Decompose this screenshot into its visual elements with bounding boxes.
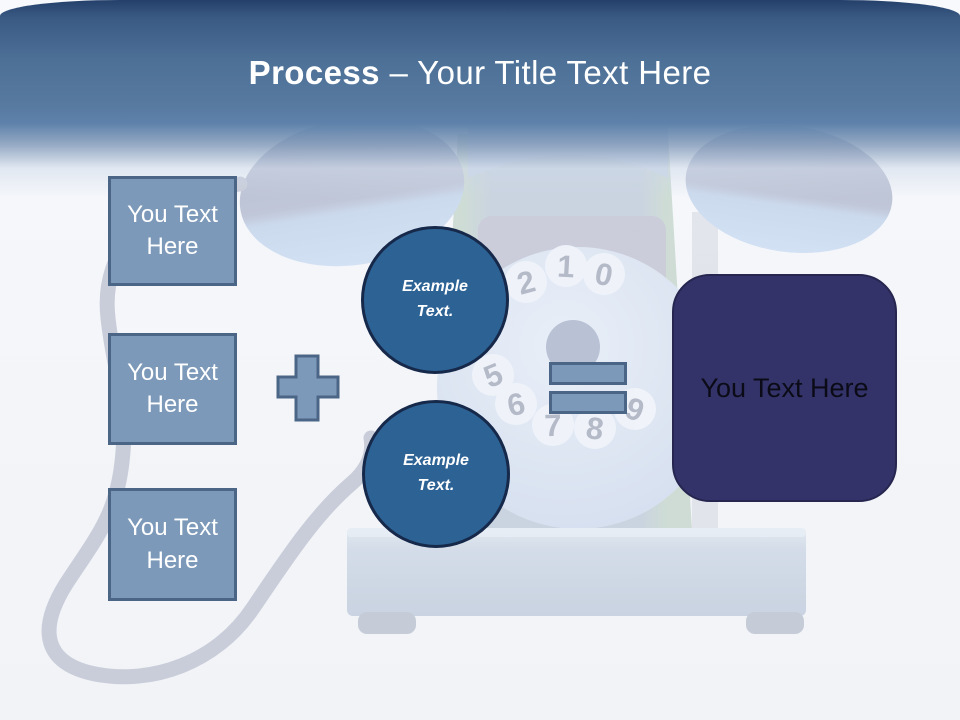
slide-title-rest: – Your Title Text Here (379, 54, 712, 91)
process-step-label: You Text Here (127, 358, 218, 418)
dial-finger-holes (472, 245, 656, 449)
title-banner: Process – Your Title Text Here (0, 0, 960, 198)
process-step-box-1[interactable]: You Text Here (108, 176, 237, 286)
process-step-label: You Text Here (127, 200, 218, 260)
dial-number: 8 (584, 410, 606, 447)
slide-title-keyword: Process (248, 54, 380, 91)
process-step-label: You Text Here (127, 514, 218, 574)
dial-number: 7 (544, 408, 562, 444)
equals-icon (549, 391, 627, 414)
example-circle-1[interactable]: Example Text. (361, 226, 509, 374)
phone-base (347, 528, 806, 616)
process-step-box-2[interactable]: You Text Here (108, 333, 237, 445)
phone-base-foot-right (746, 612, 804, 634)
plus-icon (276, 354, 340, 422)
phone-cord (41, 176, 380, 685)
result-box[interactable]: You Text Here (672, 274, 897, 502)
dial-number: 1 (556, 249, 575, 285)
slide-title: Process – Your Title Text Here (0, 54, 960, 92)
dial-center-hub (546, 320, 600, 374)
process-step-box-3[interactable]: You Text Here (108, 488, 237, 601)
example-circle-label: Example Text. (402, 278, 468, 320)
result-label: You Text Here (700, 372, 869, 403)
example-circle-2[interactable]: Example Text. (362, 400, 510, 548)
equals-icon (549, 362, 627, 385)
phone-base-foot-left (358, 612, 416, 634)
example-circle-label: Example Text. (403, 452, 469, 494)
